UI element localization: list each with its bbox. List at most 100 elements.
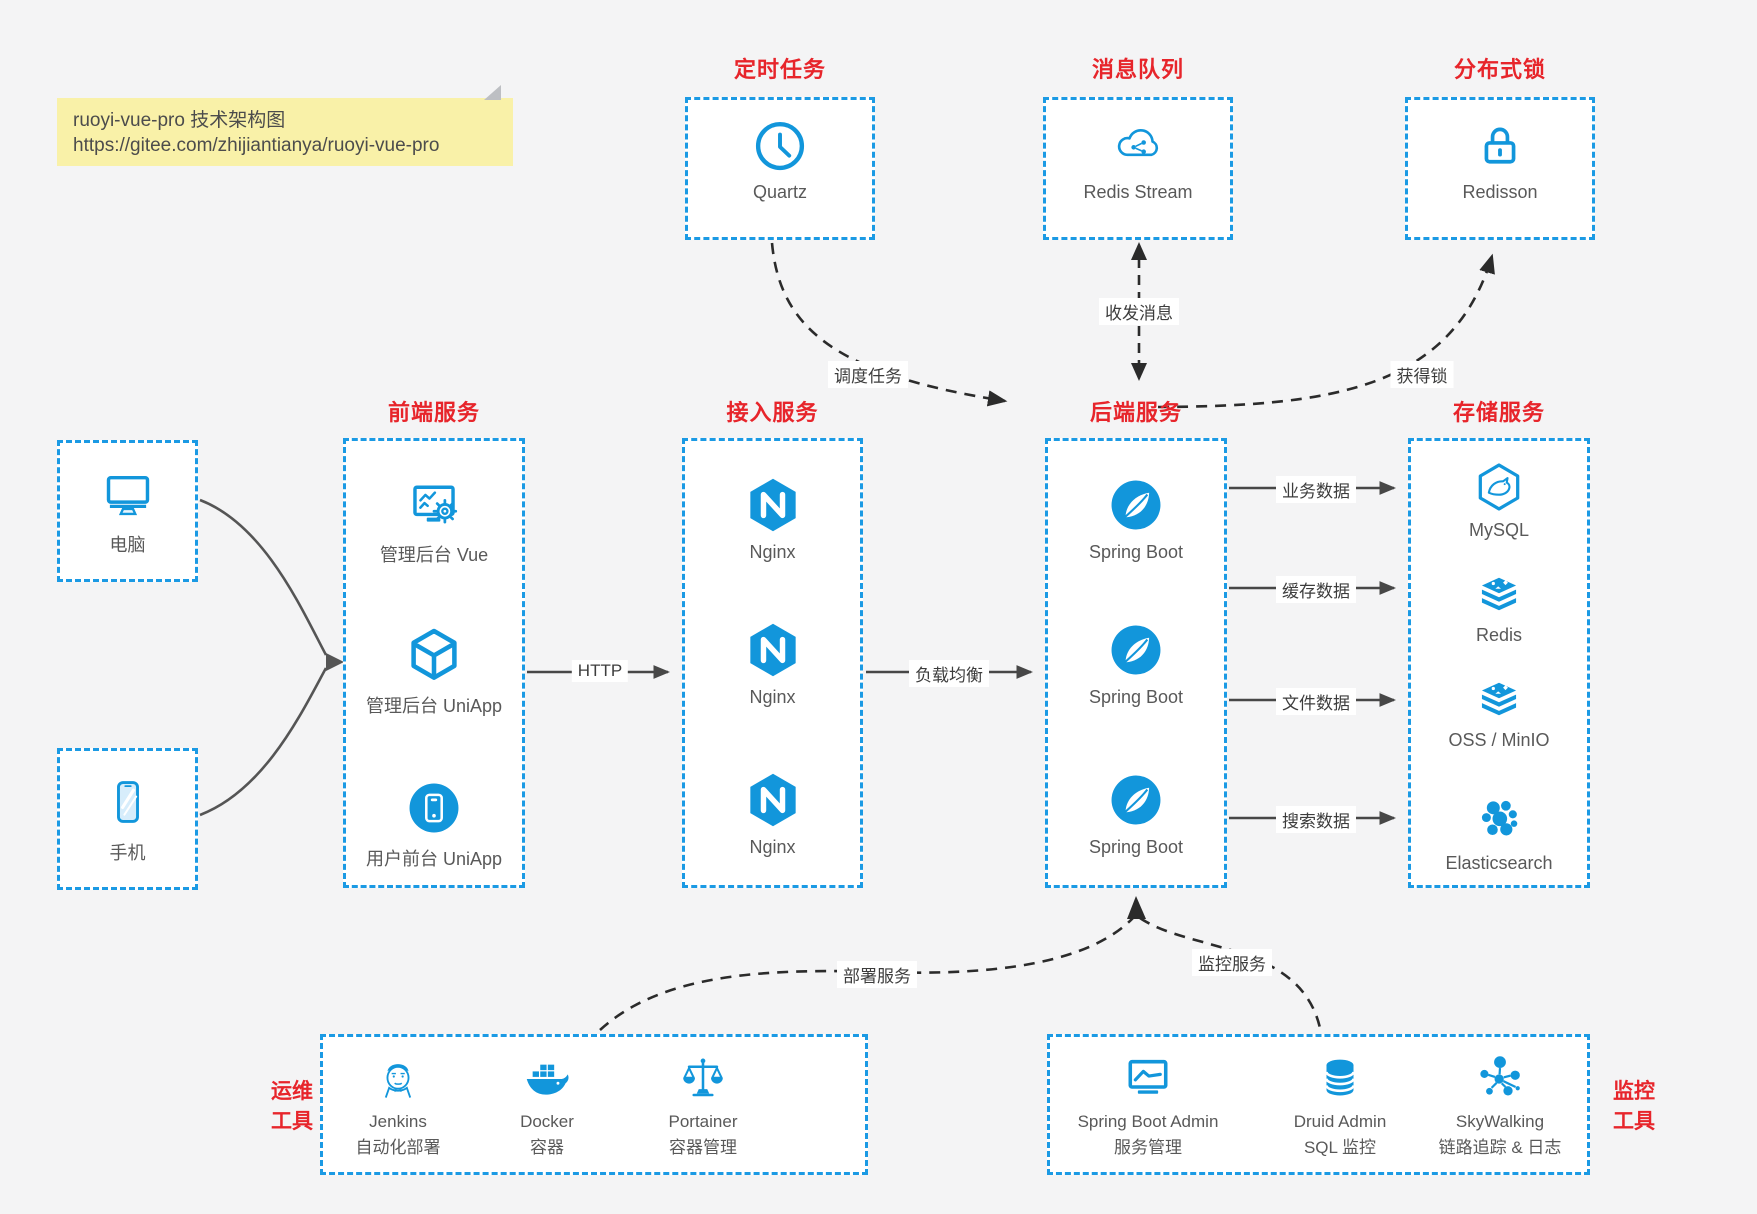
nginx-icon [749, 478, 796, 532]
admin-uniapp-node: 管理后台 UniApp [343, 626, 525, 718]
skywalking-sublabel: 链路追踪 & 日志 [1438, 1138, 1562, 1157]
mysql-node: MySQL [1408, 461, 1590, 541]
redis-stream-node: Redis Stream [1043, 118, 1233, 203]
uniapp-cube-icon [411, 628, 457, 680]
druid-admin-sublabel: SQL 监控 [1303, 1138, 1377, 1157]
nginx-icon [749, 773, 796, 827]
mysql-dolphin-icon [1478, 463, 1520, 511]
spring-boot-label-1: Spring Boot [1088, 542, 1184, 562]
portainer-node: Portainer 容器管理 [633, 1052, 773, 1158]
column-title-storage: 存储服务 [1452, 400, 1545, 425]
skywalking-label: SkyWalking [1455, 1112, 1545, 1131]
note-title: ruoyi-vue-pro 技术架构图 [73, 110, 286, 131]
portainer-label: Portainer [668, 1112, 738, 1131]
smartphone-icon [116, 781, 139, 823]
redis-stack-icon [1481, 682, 1517, 716]
docker-whale-icon [526, 1064, 569, 1095]
spring-leaf-icon [1111, 480, 1161, 530]
redis-node: Redis [1408, 566, 1590, 646]
note-fold [484, 85, 501, 100]
jenkins-icon [384, 1064, 412, 1098]
redis-label: Redis [1475, 625, 1523, 645]
spring-boot-node-1: Spring Boot [1045, 476, 1227, 563]
nginx-node-1: Nginx [682, 476, 863, 563]
quartz-label: Quartz [752, 182, 808, 202]
docker-node: Docker 容器 [477, 1052, 617, 1158]
group-title-distributed-lock: 分布式锁 [1453, 57, 1546, 82]
spring-boot-admin-label: Spring Boot Admin [1077, 1112, 1219, 1131]
edge-label-deploy: 部署服务 [837, 961, 917, 988]
note-url: https://gitee.com/zhijiantianya/ruoyi-vu… [73, 135, 440, 156]
monitor-tools-side-label: 监控 工具 [1613, 1080, 1655, 1133]
edge-label-message: 收发消息 [1099, 298, 1179, 325]
admin-screen-gear-icon [413, 485, 458, 524]
redisson-label: Redisson [1462, 182, 1538, 202]
edge-label-monitor: 监控服务 [1192, 949, 1272, 976]
distributed-lock-box [1405, 97, 1595, 240]
phone-client-node: 手机 [57, 773, 198, 865]
edge-label-load-balance: 负载均衡 [909, 660, 989, 687]
admin-uniapp-label: 管理后台 UniApp [365, 696, 503, 716]
elasticsearch-icon [1481, 800, 1518, 836]
spring-boot-label-3: Spring Boot [1088, 837, 1184, 857]
spring-leaf-icon [1111, 775, 1161, 825]
user-uniapp-label: 用户前台 UniApp [365, 849, 503, 869]
edge-merge-arrowhead [326, 653, 344, 671]
spring-boot-node-2: Spring Boot [1045, 621, 1227, 708]
nginx-label-1: Nginx [749, 542, 796, 562]
topology-icon [1480, 1056, 1520, 1096]
nginx-label-3: Nginx [749, 837, 796, 857]
edge-label-lock: 获得锁 [1390, 361, 1454, 388]
edge-message-arrow-up [1131, 242, 1147, 260]
mysql-label: MySQL [1468, 520, 1529, 540]
phone-client-label: 手机 [109, 843, 146, 863]
redis-stream-label: Redis Stream [1083, 182, 1193, 202]
nginx-node-3: Nginx [682, 771, 863, 858]
edge-label-file-data: 文件数据 [1276, 688, 1356, 715]
edge-label-cache-data: 缓存数据 [1276, 576, 1356, 603]
spring-boot-admin-sublabel: 服务管理 [1114, 1138, 1182, 1157]
docker-label: Docker [520, 1112, 574, 1131]
quartz-node: Quartz [685, 118, 875, 203]
spring-boot-admin-node: Spring Boot Admin 服务管理 [1053, 1052, 1243, 1158]
spring-boot-node-3: Spring Boot [1045, 771, 1227, 858]
admin-vue-label: 管理后台 Vue [379, 545, 489, 565]
oss-minio-node: OSS / MinIO [1408, 671, 1590, 751]
skywalking-node: SkyWalking 链路追踪 & 日志 [1410, 1052, 1590, 1158]
column-title-gateway: 接入服务 [726, 400, 819, 425]
portainer-sublabel: 容器管理 [669, 1138, 737, 1157]
docker-sublabel: 容器 [530, 1138, 564, 1157]
message-queue-box [1043, 97, 1233, 240]
monitor-chart-icon [1128, 1059, 1168, 1094]
ops-tools-box [320, 1034, 868, 1175]
edge-label-schedule: 调度任务 [828, 361, 908, 388]
nginx-node-2: Nginx [682, 621, 863, 708]
jenkins-label: Jenkins [369, 1112, 427, 1131]
clock-icon [755, 121, 805, 171]
edge-lock [1157, 253, 1495, 409]
edge-deploy-arrowhead [1127, 896, 1146, 919]
jenkins-node: Jenkins 自动化部署 [328, 1052, 468, 1158]
oss-minio-label: OSS / MinIO [1448, 730, 1550, 750]
pc-client-label: 电脑 [109, 535, 146, 555]
cloud-network-icon [1117, 129, 1159, 157]
edge-phone-frontend [199, 667, 328, 817]
redisson-node: Redisson [1405, 118, 1595, 203]
spring-boot-label-2: Spring Boot [1088, 687, 1184, 707]
edge-message-arrow-down [1131, 363, 1147, 381]
column-title-frontend: 前端服务 [387, 400, 480, 425]
nginx-label-2: Nginx [749, 687, 796, 707]
redis-stack-icon [1481, 577, 1517, 611]
user-uniapp-node: 用户前台 UniApp [343, 779, 525, 871]
edge-label-http: HTTP [571, 660, 629, 682]
pc-client-node: 电脑 [57, 465, 198, 557]
mobile-app-icon [409, 783, 459, 833]
portainer-scales-icon [683, 1058, 723, 1097]
edge-label-business-data: 业务数据 [1276, 476, 1356, 503]
admin-vue-node: 管理后台 Vue [343, 475, 525, 567]
group-title-message-queue: 消息队列 [1091, 57, 1184, 82]
group-title-scheduled-task: 定时任务 [733, 57, 826, 82]
database-icon [1325, 1059, 1355, 1096]
edge-pc-frontend [199, 498, 328, 656]
